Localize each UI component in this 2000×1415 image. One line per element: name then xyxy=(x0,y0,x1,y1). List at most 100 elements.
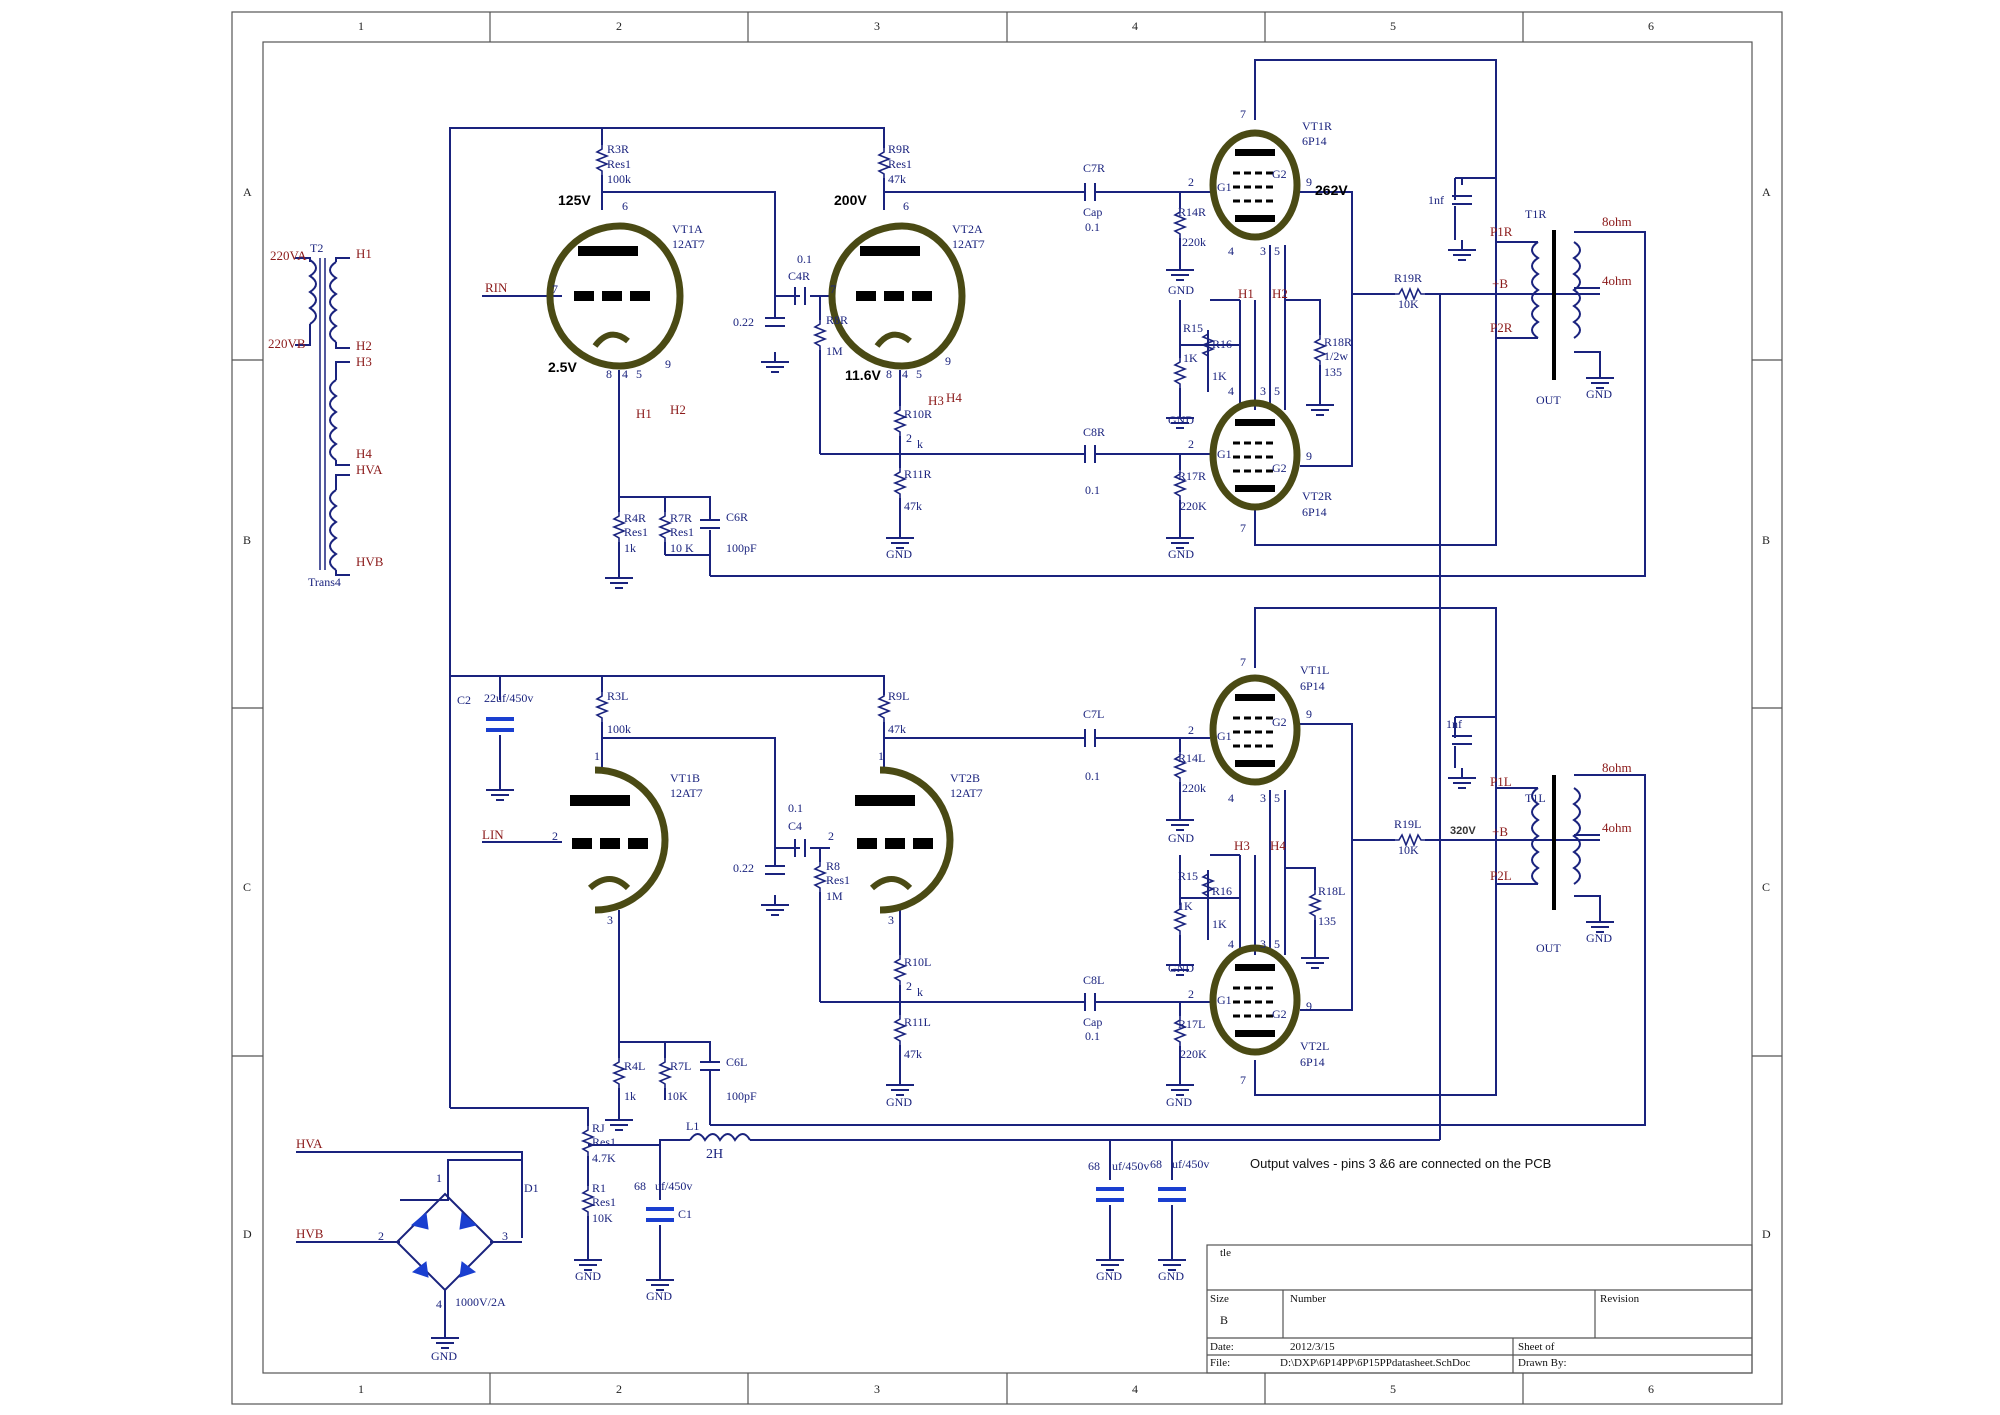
r18r-ref: R18R xyxy=(1324,335,1352,349)
r7l-value: 10K xyxy=(667,1089,688,1103)
grid-col-4-top: 4 xyxy=(1132,19,1138,33)
r19r-ref: R19R xyxy=(1394,271,1422,285)
pin-vt2r-2: 2 xyxy=(1188,437,1194,451)
vt1l-ref: VT1L xyxy=(1300,663,1329,677)
r1-ref: R1 xyxy=(592,1181,606,1195)
r9r-model: Res1 xyxy=(888,157,912,171)
r9l-ref: R9L xyxy=(888,689,909,703)
r3r-model: Res1 xyxy=(607,157,631,171)
grid-col-1-bottom: 1 xyxy=(358,1382,364,1396)
vt1l-h3: H3 xyxy=(1234,838,1250,853)
rj-model: Res1 xyxy=(592,1135,616,1149)
c7r-model: Cap xyxy=(1083,205,1102,219)
r1-model: Res1 xyxy=(592,1195,616,1209)
c1nl-value: 1nf xyxy=(1446,717,1462,731)
r8-ref: R8 xyxy=(826,859,840,873)
vt1r-h1: H1 xyxy=(1238,286,1254,301)
pin-vt1r-7: 7 xyxy=(1240,107,1246,121)
vt2l-ref: VT2L xyxy=(1300,1039,1329,1053)
pin-vt2a-5: 5 xyxy=(916,367,922,381)
wiring xyxy=(296,59,1646,1328)
t2-h1: H1 xyxy=(356,246,372,261)
tb-date: 2012/3/15 xyxy=(1290,1341,1335,1353)
pin-vt1r-2: 2 xyxy=(1188,175,1194,189)
gnd-label: GND xyxy=(1168,831,1194,845)
pin-vt2l-3: 3 xyxy=(1260,937,1266,951)
c68a-value: 68 xyxy=(1088,1159,1100,1173)
vt1a-type: 12AT7 xyxy=(672,237,705,251)
d1-rating: 1000V/2A xyxy=(455,1295,506,1309)
pin-vt1l-7: 7 xyxy=(1240,655,1246,669)
d1-ref: D1 xyxy=(524,1181,539,1195)
pin-vt1a-5: 5 xyxy=(636,367,642,381)
r18r-value: 135 xyxy=(1324,365,1342,379)
pin-vt1l-5: 5 xyxy=(1274,791,1280,805)
vt1a-h2: H2 xyxy=(670,402,686,417)
gnd-label: GND xyxy=(886,547,912,561)
tb-date-label: Date: xyxy=(1210,1341,1234,1353)
t2-hva: HVA xyxy=(356,462,383,477)
r8-model: Res1 xyxy=(826,873,850,887)
pin-vt2a-6: 6 xyxy=(903,199,909,213)
labels: VT1A 12AT7 VT2A 12AT7 VT1B 12AT7 VT2B 12… xyxy=(268,107,1632,1363)
net-lin: LIN xyxy=(482,827,504,842)
pin-vt1l-g2: G2 xyxy=(1272,715,1287,729)
voltage-200v: 200V xyxy=(834,192,867,208)
gnd-label: GND xyxy=(1168,413,1194,427)
c8l-model: Cap xyxy=(1083,1015,1102,1029)
r10l-ref: R10L xyxy=(904,955,931,969)
r17r-ref: R17R xyxy=(1178,469,1206,483)
r11l-ref: R11L xyxy=(904,1015,931,1029)
r14l-ref: R14L xyxy=(1178,751,1205,765)
pin-vt1a-9: 9 xyxy=(665,357,671,371)
pin-vt1r-5: 5 xyxy=(1274,244,1280,258)
bridge-rectifier-d1 xyxy=(395,1192,495,1292)
pin-vt2a-8: 8 xyxy=(886,367,892,381)
triode-vt1b xyxy=(570,766,669,914)
gnd-label: GND xyxy=(886,1095,912,1109)
pin-vt2l-2: 2 xyxy=(1188,987,1194,1001)
r15a-ref: R15 xyxy=(1183,321,1203,335)
r16b-ref: R16 xyxy=(1212,884,1232,898)
pin-vt1a-6: 6 xyxy=(622,199,628,213)
c4-ref: C4 xyxy=(788,819,802,833)
tb-number-label: Number xyxy=(1290,1293,1326,1305)
pin-vt1r-3: 3 xyxy=(1260,244,1266,258)
pin-vt2r-5: 5 xyxy=(1274,384,1280,398)
r10l-value: 2 xyxy=(906,979,912,993)
pin-vt1b-1: 1 xyxy=(594,749,600,763)
net-p1r: P1R xyxy=(1490,224,1513,239)
vt2l-type: 6P14 xyxy=(1300,1055,1325,1069)
grid-col-3-top: 3 xyxy=(874,19,880,33)
pin-vt2a-9: 9 xyxy=(945,354,951,368)
gnd-label: GND xyxy=(1168,547,1194,561)
vt1l-h4: H4 xyxy=(1270,838,1286,853)
triode-vt2b xyxy=(855,766,954,914)
r19l-value: 10K xyxy=(1398,843,1419,857)
r4l-ref: R4L xyxy=(624,1059,645,1073)
vt1a-h1: H1 xyxy=(636,406,652,421)
r17r-value: 220K xyxy=(1180,499,1207,513)
c7r-value: 0.1 xyxy=(1085,220,1100,234)
pin-vt2r-4: 4 xyxy=(1228,384,1234,398)
pin-vt2r-3: 3 xyxy=(1260,384,1266,398)
pin-vt1a-4: 4 xyxy=(622,367,628,381)
pin-vt2b-1: 1 xyxy=(878,749,884,763)
r14l-value: 220k xyxy=(1182,781,1206,795)
r11l-value: 47k xyxy=(904,1047,922,1061)
pin-vt1r-g2: G2 xyxy=(1272,167,1287,181)
pin-vt2l-g1: G1 xyxy=(1217,993,1232,1007)
c6r-value: 100pF xyxy=(726,541,757,555)
grid-col-4-bottom: 4 xyxy=(1132,1382,1138,1396)
c7r-ref: C7R xyxy=(1083,161,1105,175)
vt2b-type: 12AT7 xyxy=(950,786,983,800)
t2-ref: T2 xyxy=(310,241,323,255)
t2-h2: H2 xyxy=(356,338,372,353)
grid-col-5-top: 5 xyxy=(1390,19,1396,33)
voltage-11-6v: 11.6V xyxy=(845,367,881,383)
r9r-value: 47k xyxy=(888,172,906,186)
r4l-value: 1k xyxy=(624,1089,636,1103)
c4r-value: 0.1 xyxy=(797,252,812,266)
vt2r-ref: VT2R xyxy=(1302,489,1332,503)
